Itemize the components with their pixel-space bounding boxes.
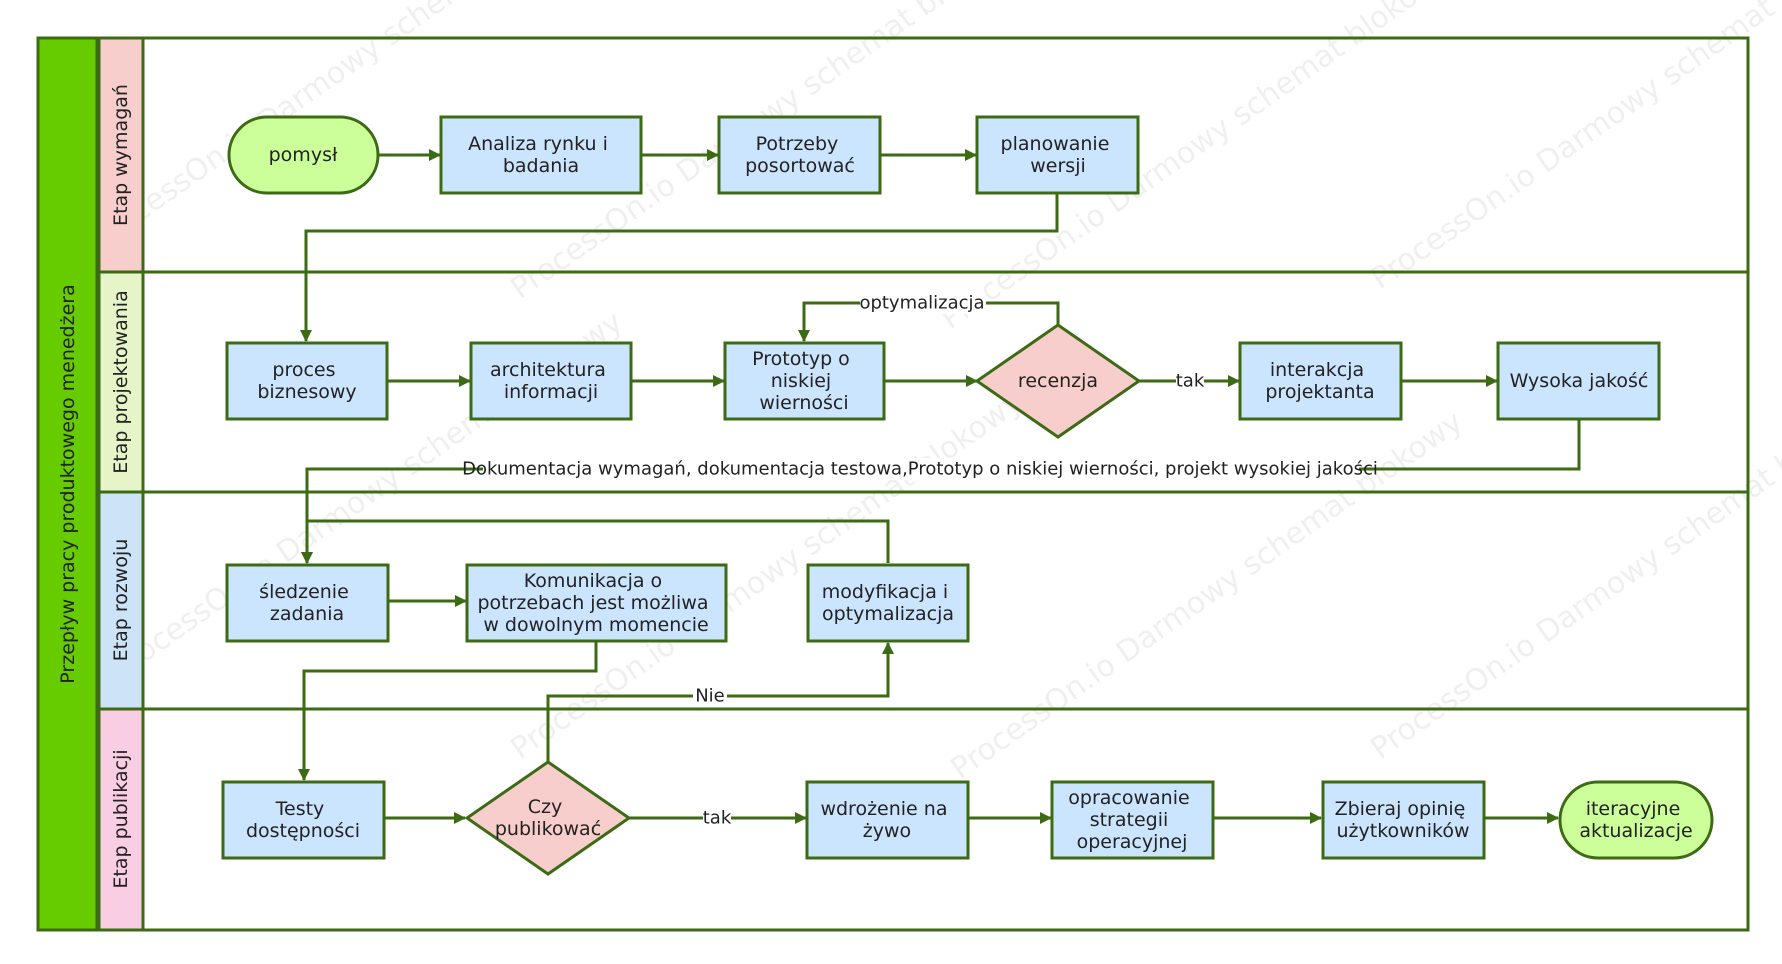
process-potrzeby-label: Potrzeby posortować xyxy=(745,133,855,177)
lane-body-publikacji xyxy=(141,707,1750,932)
watermark-text: ProcessOn.io Darmowy schemat blokowy xyxy=(1365,0,1782,297)
decision-recenzja[interactable] xyxy=(974,323,1142,439)
nodes: pomysł Analiza rynku i badania Potrzeby … xyxy=(221,115,1714,876)
process-komunikacja[interactable] xyxy=(465,563,728,643)
lane-label-wymagan: Etap wymagań xyxy=(110,84,132,226)
process-analiza-label: Analiza rynku i badania xyxy=(468,133,614,177)
process-analiza[interactable] xyxy=(439,115,643,195)
process-sledzenie[interactable] xyxy=(225,563,390,643)
process-proces-label: proces biznesowy xyxy=(257,359,356,403)
process-interakcja[interactable] xyxy=(1238,341,1403,421)
process-proces[interactable] xyxy=(225,341,389,421)
process-prototyp-label: Prototyp o niskiej wierności xyxy=(752,348,856,414)
process-interakcja-label: interakcja projektanta xyxy=(1265,359,1374,403)
edge-label-tak-publikacja: tak xyxy=(703,808,732,829)
decision-czy[interactable] xyxy=(464,760,632,876)
edge-komunikacja-testy xyxy=(298,640,598,781)
decision-recenzja-label: recenzja xyxy=(1018,370,1098,392)
lane-label-rozwoju: Etap rozwoju xyxy=(110,539,132,662)
process-sledzenie-label: śledzenie zadania xyxy=(259,581,355,625)
edge-label-optymalizacja: optymalizacja xyxy=(859,293,984,314)
process-potrzeby[interactable] xyxy=(717,115,882,195)
process-planowanie[interactable] xyxy=(975,115,1140,195)
edge-label-dokumentacja: Dokumentacja wymagań, dokumentacja testo… xyxy=(462,459,1378,480)
process-wdrozenie[interactable] xyxy=(805,780,970,860)
edge-label-nie: Nie xyxy=(695,686,725,707)
terminal-pomysl[interactable] xyxy=(227,115,380,195)
process-modyfikacja-label: modyfikacja i optymalizacja xyxy=(822,581,954,625)
edge-labels: optymalizacja tak Dokumentacja wymagań, … xyxy=(462,292,1378,829)
decision-czy-label: Czy publikować xyxy=(495,796,601,840)
process-zbieraj-label: Zbieraj opinię użytkowników xyxy=(1335,798,1472,842)
lane-label-publikacji: Etap publikacji xyxy=(110,749,132,888)
edge-modyfikacja-sledzenie xyxy=(301,519,890,564)
process-planowanie-label: planowanie wersji xyxy=(1001,133,1116,177)
pool-header xyxy=(36,36,99,932)
process-wdrozenie-label: wdrożenie na żywo xyxy=(820,798,953,842)
lane-label-projektowania: Etap projektowania xyxy=(110,290,132,473)
process-wysoka[interactable] xyxy=(1496,341,1661,421)
process-komunikacja-label: Komunikacja o potrzebach jest możliwa w … xyxy=(477,570,714,636)
process-testy[interactable] xyxy=(221,780,386,860)
lane-header-publikacji xyxy=(97,707,145,932)
edge-label-tak-recenzja: tak xyxy=(1176,371,1205,392)
process-architektura[interactable] xyxy=(469,341,633,421)
process-modyfikacja[interactable] xyxy=(806,563,970,643)
edge-planowanie-proces xyxy=(300,193,1059,342)
swimlane-pool: Przepływ pracy produktowego menedżera Et… xyxy=(36,36,1750,932)
terminal-pomysl-label: pomysł xyxy=(269,144,338,166)
process-testy-label: Testy dostępności xyxy=(246,798,360,842)
process-architektura-label: architektura informacji xyxy=(490,359,612,403)
terminal-iteracyjne[interactable] xyxy=(1558,780,1714,860)
process-zbieraj[interactable] xyxy=(1321,780,1486,860)
pool-title: Przepływ pracy produktowego menedżera xyxy=(57,284,79,683)
process-wysoka-label: Wysoka jakość xyxy=(1510,370,1649,392)
process-opracowanie[interactable] xyxy=(1050,780,1215,860)
process-prototyp[interactable] xyxy=(723,341,886,421)
terminal-iteracyjne-label: iteracyjne aktualizacje xyxy=(1579,798,1692,842)
process-opracowanie-label: opracowanie strategii operacyjnej xyxy=(1068,787,1195,853)
